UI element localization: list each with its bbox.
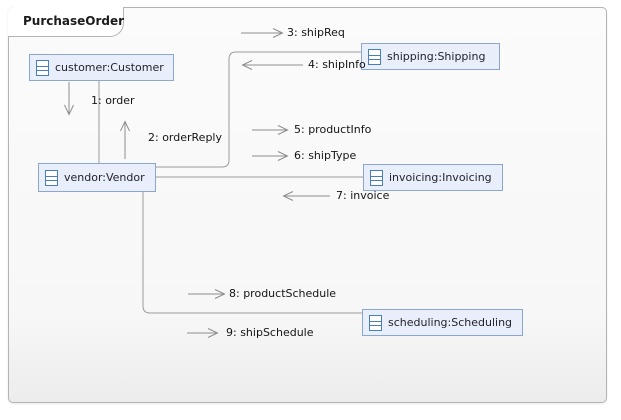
object-customer[interactable]: customer:Customer (29, 54, 174, 81)
frame-title: PurchaseOrder (23, 13, 125, 28)
message-label-3[interactable]: 3: shipReq (287, 26, 345, 39)
object-icon (36, 59, 49, 76)
object-vendor[interactable]: vendor:Vendor (38, 163, 156, 192)
object-icon (368, 48, 381, 65)
object-label: customer:Customer (55, 61, 164, 74)
arrow-message-5-right[interactable] (252, 125, 289, 135)
object-label: vendor:Vendor (64, 171, 145, 184)
arrow-message-8-right[interactable] (188, 289, 226, 299)
arrow-message-2-up[interactable] (120, 120, 130, 160)
message-label-8[interactable]: 8: productSchedule (229, 287, 337, 300)
object-shipping[interactable]: shipping:Shipping (361, 43, 500, 70)
link-vendor-shipping[interactable] (156, 51, 361, 168)
message-label-5[interactable]: 5: productInfo (294, 123, 372, 136)
object-icon (369, 314, 382, 331)
arrow-message-3-right[interactable] (241, 28, 284, 38)
arrow-message-1-down[interactable] (64, 82, 74, 116)
arrow-message-9-right[interactable] (187, 328, 219, 338)
message-label-2[interactable]: 2: orderReply (148, 131, 222, 144)
message-label-9[interactable]: 9: shipSchedule (226, 326, 314, 339)
object-label: scheduling:Scheduling (388, 316, 513, 329)
arrow-message-6-right[interactable] (252, 151, 289, 161)
object-scheduling[interactable]: scheduling:Scheduling (362, 309, 523, 336)
message-label-6[interactable]: 6: shipType (294, 149, 357, 162)
object-invoicing[interactable]: invoicing:Invoicing (363, 164, 503, 191)
message-label-4[interactable]: 4: shipInfo (308, 58, 366, 71)
message-label-1[interactable]: 1: order (91, 94, 135, 107)
object-icon (370, 169, 383, 186)
object-icon (45, 169, 58, 186)
arrow-message-4-left[interactable] (241, 60, 304, 70)
frame-title-tab: PurchaseOrder (8, 7, 124, 37)
arrow-message-7-left[interactable] (282, 191, 331, 201)
message-label-7[interactable]: 7: invoice (336, 189, 390, 202)
object-label: invoicing:Invoicing (389, 171, 492, 184)
link-vendor-scheduling[interactable] (142, 192, 362, 314)
object-label: shipping:Shipping (387, 50, 486, 63)
